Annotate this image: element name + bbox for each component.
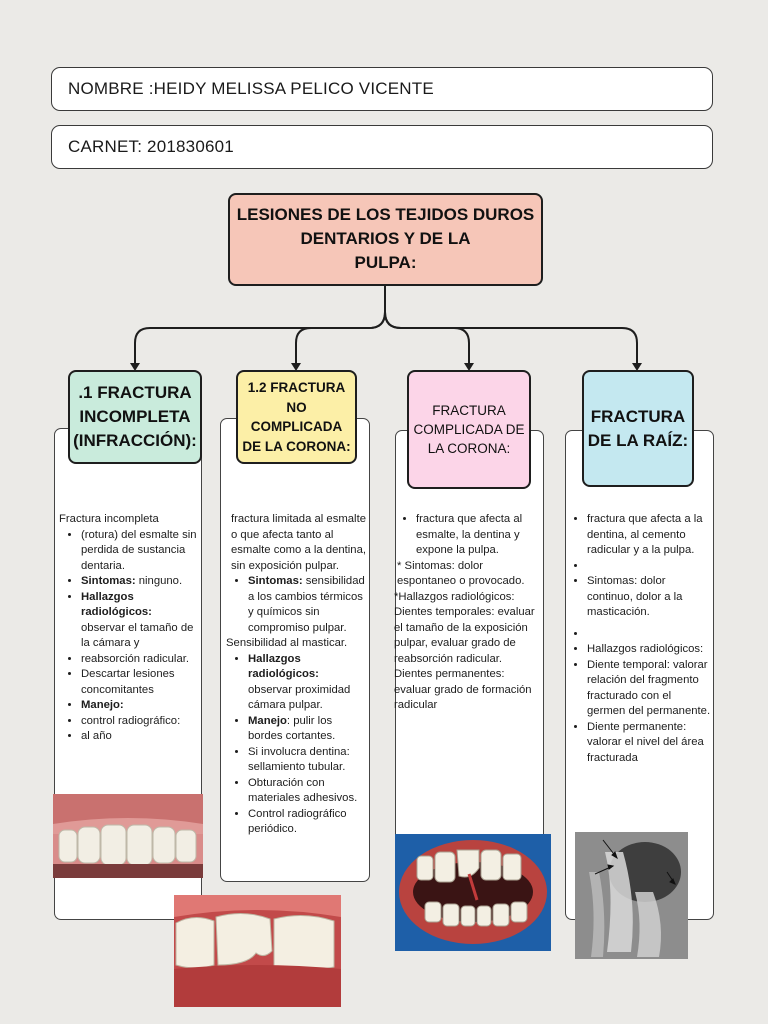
list-item: Hallazgos radiológicos: observar proximi… xyxy=(248,652,366,714)
list-item: control radiográfico: xyxy=(81,714,199,730)
branch-3-note: * Sintomas: dolor espontaneo o provocado… xyxy=(397,559,525,588)
name-text: NOMBRE :HEIDY MELISSA PELICO VICENTE xyxy=(68,79,434,98)
branch-3-list: fractura que afecta al esmalte, la denti… xyxy=(394,512,540,559)
branch-2-list-b: Hallazgos radiológicos: observar proximi… xyxy=(226,652,366,838)
title-line-2: DENTARIOS Y DE LA xyxy=(300,229,471,248)
card-branch-2 xyxy=(220,418,370,882)
branch-4-content: fractura que afecta a la dentina, al cem… xyxy=(565,512,711,766)
list-item: Si involucra dentina: sellamiento tubula… xyxy=(248,745,366,776)
branch-3-note: *Hallazgos radiológicos: Dientes tempora… xyxy=(394,590,535,712)
title-line-3: PULPA: xyxy=(354,253,417,272)
list-item: Diente temporal: valorar relación del fr… xyxy=(587,658,711,720)
branch-2-label-line: NO xyxy=(286,399,307,415)
list-item: Sintomas: sensibilidad a los cambios tér… xyxy=(248,574,366,636)
branch-2-label-line: COMPLICADA xyxy=(250,419,343,434)
photo-chipped-incisor xyxy=(174,895,341,1007)
branch-2-label: 1.2 FRACTURA NO COMPLICADA DE LA CORONA: xyxy=(236,370,357,464)
branch-4-label-line: FRACTURA xyxy=(590,406,686,426)
list-item: Manejo: pulir los bordes cortantes. xyxy=(248,714,366,745)
carnet-text: CARNET: 201830601 xyxy=(68,137,234,156)
list-item xyxy=(587,627,711,643)
arrowhead-3 xyxy=(464,363,474,371)
list-item xyxy=(587,559,711,575)
connector-branch-1 xyxy=(134,286,386,366)
branch-2-label-line: 1.2 FRACTURA xyxy=(247,380,346,395)
branch-2-label-line: DE LA CORONA: xyxy=(242,438,351,454)
connector-lines xyxy=(130,286,642,371)
branch-3-label: FRACTURA COMPLICADA DE LA CORONA: xyxy=(407,370,531,489)
branch-1-label-line: .1 FRACTURA xyxy=(78,383,192,402)
branch-4-list: fractura que afecta a la dentina, al cem… xyxy=(565,512,711,766)
photo-incisor-infraction xyxy=(53,794,203,878)
photo-root-radiograph xyxy=(575,832,688,959)
arrowhead-4 xyxy=(632,363,642,371)
branch-1-label-line: (INFRACCIÓN): xyxy=(73,431,197,450)
connector-branch-3 xyxy=(384,311,470,366)
photo-fractured-crown xyxy=(395,834,551,951)
branch-2-intro: fractura limitada al esmalte o que afect… xyxy=(231,513,367,572)
branch-1-label: .1 FRACTURA INCOMPLETA (INFRACCIÓN): xyxy=(68,370,202,464)
list-item: al año xyxy=(81,729,199,745)
branch-2-list-a: Sintomas: sensibilidad a los cambios tér… xyxy=(226,574,366,636)
carnet-field: CARNET: 201830601 xyxy=(51,125,713,169)
title-line-1: LESIONES DE LOS TEJIDOS DUROS xyxy=(236,205,535,224)
arrowhead-2 xyxy=(291,363,301,371)
branch-4-label: FRACTURA DE LA RAÍZ: xyxy=(582,370,694,487)
branch-1-list: (rotura) del esmalte sin perdida de sust… xyxy=(59,528,199,745)
list-item: Obturación con materiales adhesivos. xyxy=(248,776,366,807)
list-item: Hallazgos radiológicos: xyxy=(587,642,711,658)
branch-2-content: fractura limitada al esmalte o que afect… xyxy=(226,512,366,838)
list-item: Sintomas: ninguno. xyxy=(81,574,199,590)
list-item: Sintomas: dolor continuo, dolor a la mas… xyxy=(587,574,711,621)
list-item: Hallazgos radiológicos: observar el tama… xyxy=(81,590,199,652)
connector-branch-2 xyxy=(295,311,386,366)
list-item: Control radiográfico periódico. xyxy=(248,807,366,838)
list-item: Diente permanente: valorar el nivel del … xyxy=(587,720,711,767)
branch-1-content: Fractura incompleta (rotura) del esmalte… xyxy=(59,512,199,745)
list-item: Descartar lesiones concomitantes xyxy=(81,667,199,698)
branch-1-label-line: INCOMPLETA xyxy=(79,407,191,426)
arrowhead-1 xyxy=(130,363,140,371)
branch-3-label-line: LA CORONA: xyxy=(427,441,511,456)
connector-branch-4 xyxy=(384,311,638,366)
list-item: reabsorción radicular. xyxy=(81,652,199,668)
list-item: fractura que afecta a la dentina, al cem… xyxy=(587,512,711,559)
list-item: Manejo: xyxy=(81,698,199,714)
name-field: NOMBRE :HEIDY MELISSA PELICO VICENTE xyxy=(51,67,713,111)
branch-3-label-line: COMPLICADA DE xyxy=(413,422,525,437)
list-item: (rotura) del esmalte sin perdida de sust… xyxy=(81,528,199,575)
branch-4-label-line: DE LA RAÍZ: xyxy=(587,430,689,450)
branch-1-intro: Fractura incompleta xyxy=(59,513,159,525)
branch-2-middle: Sensibilidad al masticar. xyxy=(226,637,348,649)
list-item: fractura que afecta al esmalte, la denti… xyxy=(416,512,540,559)
branch-3-label-line: FRACTURA xyxy=(432,403,506,418)
branch-3-content: fractura que afecta al esmalte, la denti… xyxy=(394,512,540,714)
diagram-title: LESIONES DE LOS TEJIDOS DUROS DENTARIOS … xyxy=(228,193,543,286)
